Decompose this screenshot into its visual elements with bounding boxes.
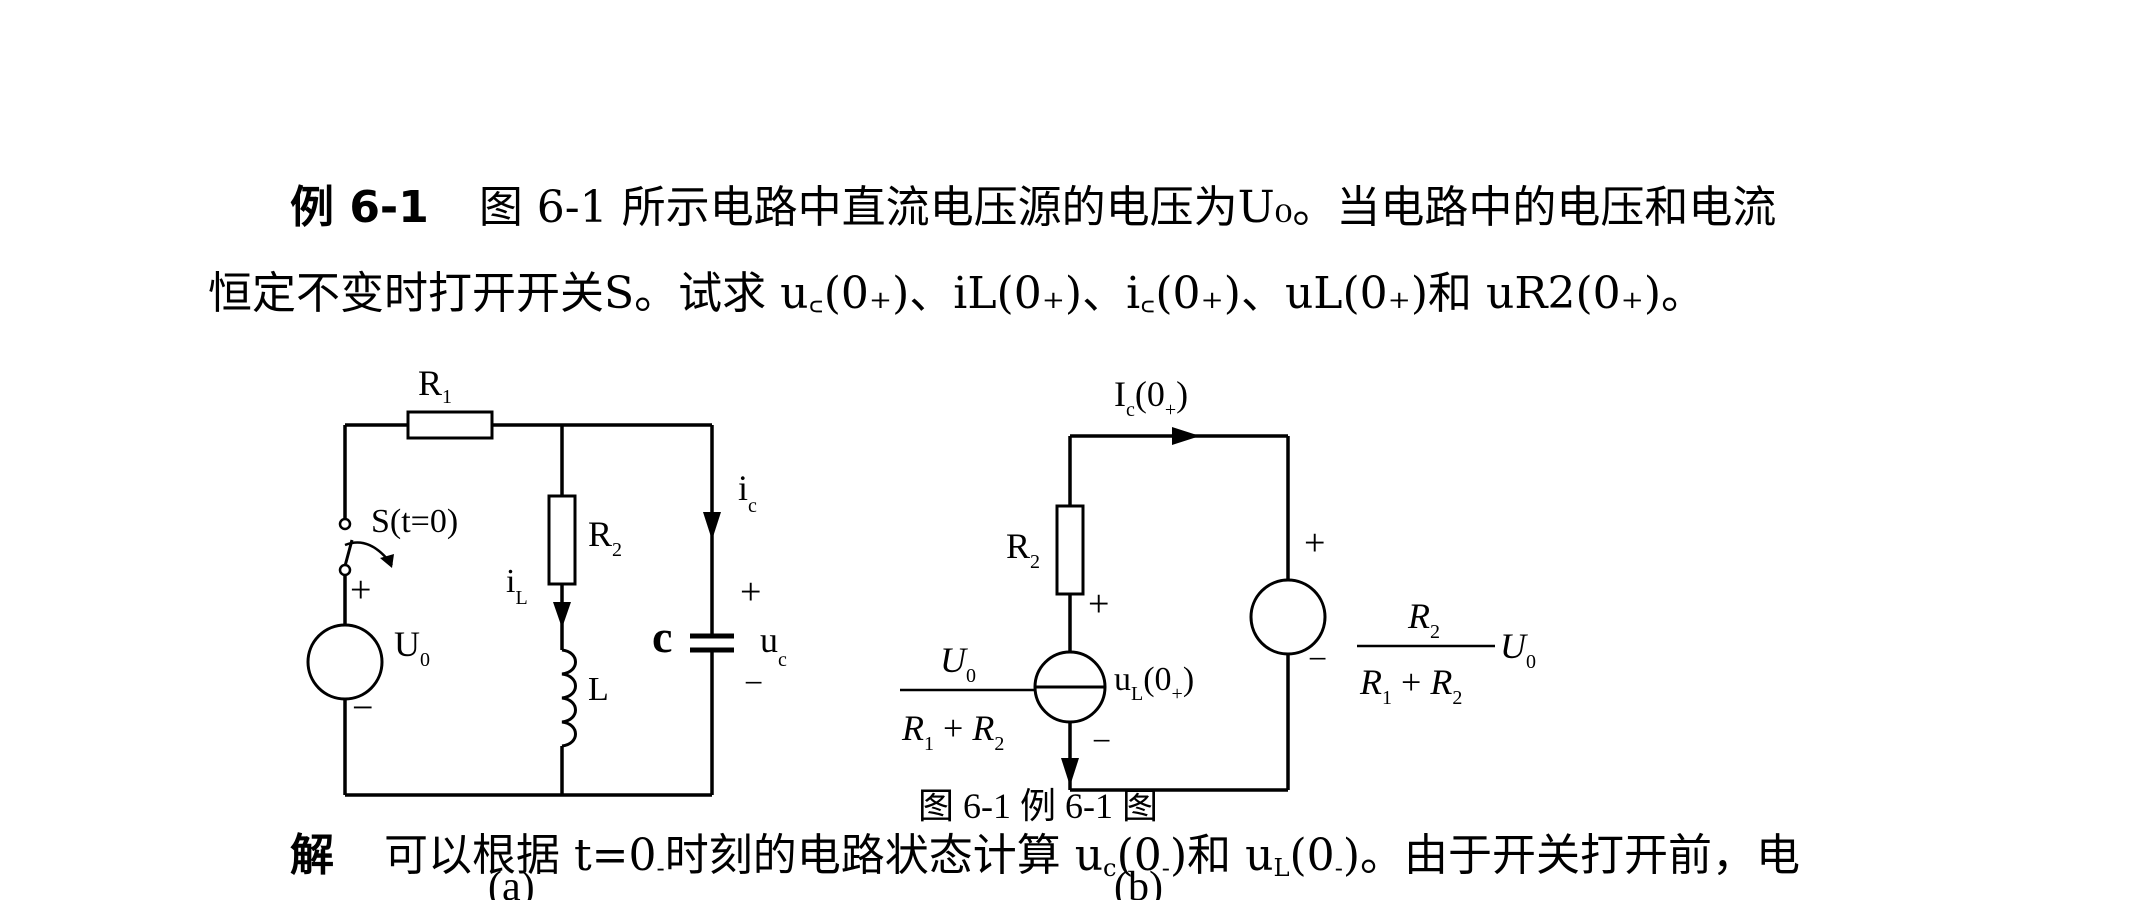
label-switch: S(t=0) <box>371 503 458 540</box>
example-text-1: 图 6-1 所示电路中直流电压源的电压为U₀。当电路中的电压和电流 <box>478 182 1777 233</box>
label-b-right-minus: − <box>1308 641 1327 678</box>
label-ul0: uL(0+) <box>1114 661 1194 705</box>
label-right-denominator: R1 + R2 <box>1359 662 1462 709</box>
arrow-il <box>553 602 571 628</box>
solution-sub-2: c <box>1103 854 1117 883</box>
solution-text-j: )。由于开关打开前，电 <box>1342 830 1801 881</box>
solution-sub-3: - <box>1161 854 1170 883</box>
solution-sub-1: - <box>656 854 665 883</box>
label-b-r2: R2 <box>1006 526 1040 573</box>
example-text-2-prefix: 恒定不变时打开开关S。试求 <box>208 268 781 319</box>
sublabel-a: (a) <box>488 864 535 900</box>
inductor-l <box>561 648 577 748</box>
label-right-numerator: R2 <box>1407 596 1440 643</box>
solution-text-b: 时刻的电路状态计算 u <box>664 830 1104 881</box>
solution-label: 解 <box>290 830 334 881</box>
label-cap-minus: − <box>744 665 763 702</box>
label-source-u0: U0 <box>394 624 430 671</box>
label-uc: uc <box>760 620 787 671</box>
label-b-right-plus: + <box>1304 522 1325 564</box>
example-text-2-terms: u꜀(0₊)、iL(0₊)、i꜀(0₊)、uL(0₊)和 uR2(0₊)。 <box>780 268 1706 319</box>
switch-contact-bottom <box>338 563 352 577</box>
circuit-b: Ic(0+) R2 + − uL(0+) U0 R1 + R2 + − R2 R… <box>900 374 1536 792</box>
switch-contact-top <box>338 517 352 531</box>
label-b-left-plus: + <box>1088 583 1109 625</box>
label-left-numerator: U0 <box>940 640 976 687</box>
resistor-b-r2 <box>1055 504 1085 596</box>
resistor-r1 <box>406 410 494 440</box>
label-r1: R1 <box>418 363 452 408</box>
label-r2: R2 <box>588 514 622 561</box>
arrow-ic0 <box>1172 427 1200 445</box>
solution-line: 解可以根据 t=0-时刻的电路状态计算 uc(0-)和 uL(0-)。由于开关打… <box>290 834 1800 883</box>
circuit-a: R1 S(t=0) + U0 − R2 iL L ic + c uc − <box>306 363 787 797</box>
solution-text-f: )和 u <box>1169 830 1274 881</box>
solution-text-d: (0 <box>1116 830 1162 881</box>
label-right-u0: U0 <box>1500 626 1536 673</box>
label-ic0: Ic(0+) <box>1114 374 1188 421</box>
solution-sub-4: L <box>1273 854 1290 883</box>
example-line-2: 恒定不变时打开开关S。试求 u꜀(0₊)、iL(0₊)、i꜀(0₊)、uL(0₊… <box>208 272 1705 316</box>
label-source-minus: − <box>352 687 373 729</box>
label-source-plus: + <box>350 569 371 611</box>
switch-arrow-head <box>380 554 394 568</box>
arrow-b-left-down <box>1061 758 1079 786</box>
label-b-left-minus: − <box>1092 723 1111 760</box>
solution-text-a: 可以根据 t=0 <box>384 830 657 881</box>
label-cap-plus: + <box>740 571 761 613</box>
solution-sub-5: - <box>1334 854 1343 883</box>
label-capacitor: c <box>652 611 672 662</box>
arrow-ic <box>703 512 721 540</box>
example-label: 例 6-1 <box>290 182 429 233</box>
solution-text-h: (0 <box>1289 830 1335 881</box>
label-left-denominator: R1 + R2 <box>901 708 1004 755</box>
label-ic: ic <box>738 468 757 517</box>
sublabel-b: (b) <box>1114 864 1163 900</box>
label-inductor: L <box>588 671 609 708</box>
figure-caption: 图 6-1 例 6-1 图 <box>918 786 1158 826</box>
resistor-r2 <box>547 494 577 586</box>
label-il: iL <box>506 563 528 609</box>
